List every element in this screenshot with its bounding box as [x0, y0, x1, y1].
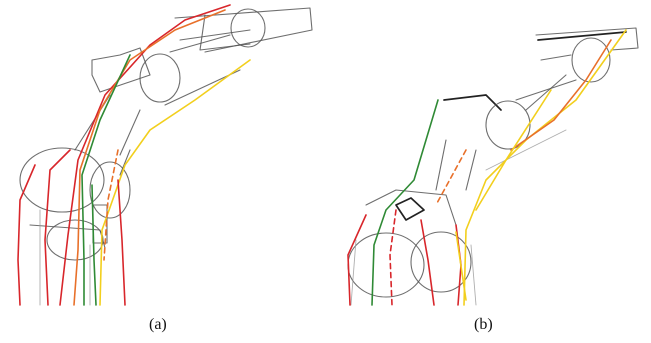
muscle-sketch-b	[326, 0, 651, 310]
muscle-lines-b	[348, 30, 626, 305]
caption-a: (a)	[149, 316, 167, 334]
sketch-panel-b	[326, 0, 651, 310]
upper-link-a	[175, 8, 312, 52]
sketch-panel-a	[0, 0, 325, 310]
middle-link-b	[436, 75, 566, 190]
lower-joint-b	[348, 190, 476, 305]
caption-b: (b)	[474, 316, 493, 334]
middle-link-a	[75, 35, 240, 155]
muscle-sketch-a	[0, 0, 325, 310]
